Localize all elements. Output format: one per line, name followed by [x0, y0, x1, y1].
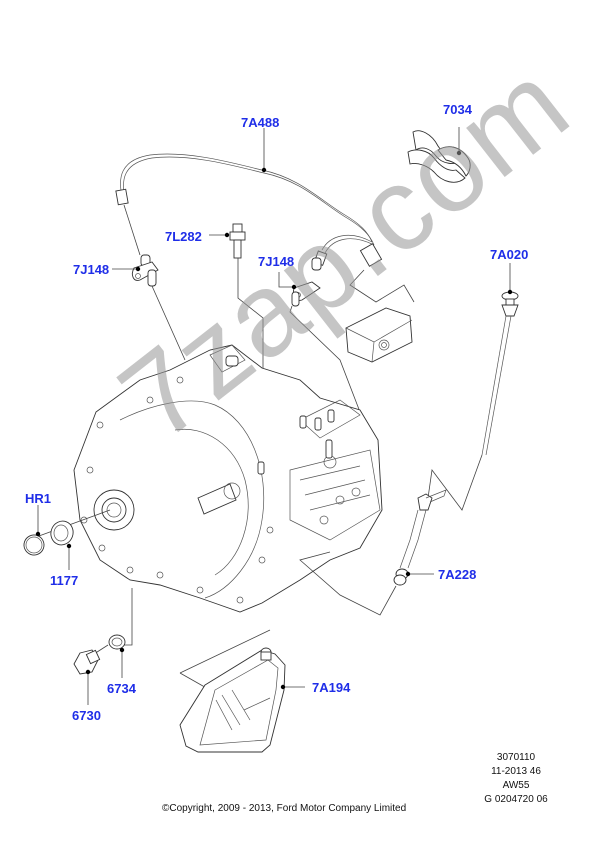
part-label-6734[interactable]: 6734	[107, 681, 136, 696]
part-label-7A020[interactable]: 7A020	[490, 247, 529, 262]
part-label-7J148-left[interactable]: 7J148	[73, 262, 110, 277]
part-label-7034[interactable]: 7034	[443, 102, 472, 117]
speed-sensor-7J148-right[interactable]	[278, 257, 361, 413]
wiring-harness-7A488[interactable]	[115, 128, 383, 267]
reference-model: AW55	[502, 780, 530, 791]
ring-HR1[interactable]	[21, 505, 47, 558]
part-label-HR1[interactable]: HR1	[25, 491, 52, 506]
speed-sensor-7J148-left[interactable]	[112, 204, 186, 361]
part-label-7A488[interactable]: 7A488	[241, 115, 280, 130]
leader-dot	[261, 167, 267, 173]
washer-6734[interactable]	[108, 588, 133, 678]
transmission-housing[interactable]	[27, 344, 383, 613]
reference-illustration-id: G 0204720 06	[484, 794, 548, 805]
dipstick-7A020[interactable]	[481, 263, 519, 456]
clip-7034[interactable]	[407, 127, 471, 183]
part-label-7L282[interactable]: 7L282	[165, 229, 202, 244]
part-label-7J148-right[interactable]: 7J148	[258, 254, 295, 269]
part-label-7A194[interactable]: 7A194	[312, 680, 351, 695]
reference-block: 3070110 11-2013 46 AW55 G 0204720 06	[462, 751, 570, 807]
copyright-notice: ©Copyright, 2009 - 2013, Ford Motor Comp…	[162, 803, 407, 814]
seal-1177[interactable]	[48, 518, 77, 570]
part-label-7A228[interactable]: 7A228	[438, 567, 477, 582]
oil-pan-7A194[interactable]	[179, 629, 305, 753]
reference-code: 3070110	[496, 752, 536, 763]
part-label-1177[interactable]: 1177	[50, 573, 79, 588]
tube-7A228[interactable]	[299, 454, 483, 616]
drain-plug-6730[interactable]	[73, 644, 109, 705]
reference-date: 11-2013 46	[491, 766, 541, 777]
part-label-6730[interactable]: 6730	[72, 708, 101, 723]
control-module	[345, 269, 415, 363]
